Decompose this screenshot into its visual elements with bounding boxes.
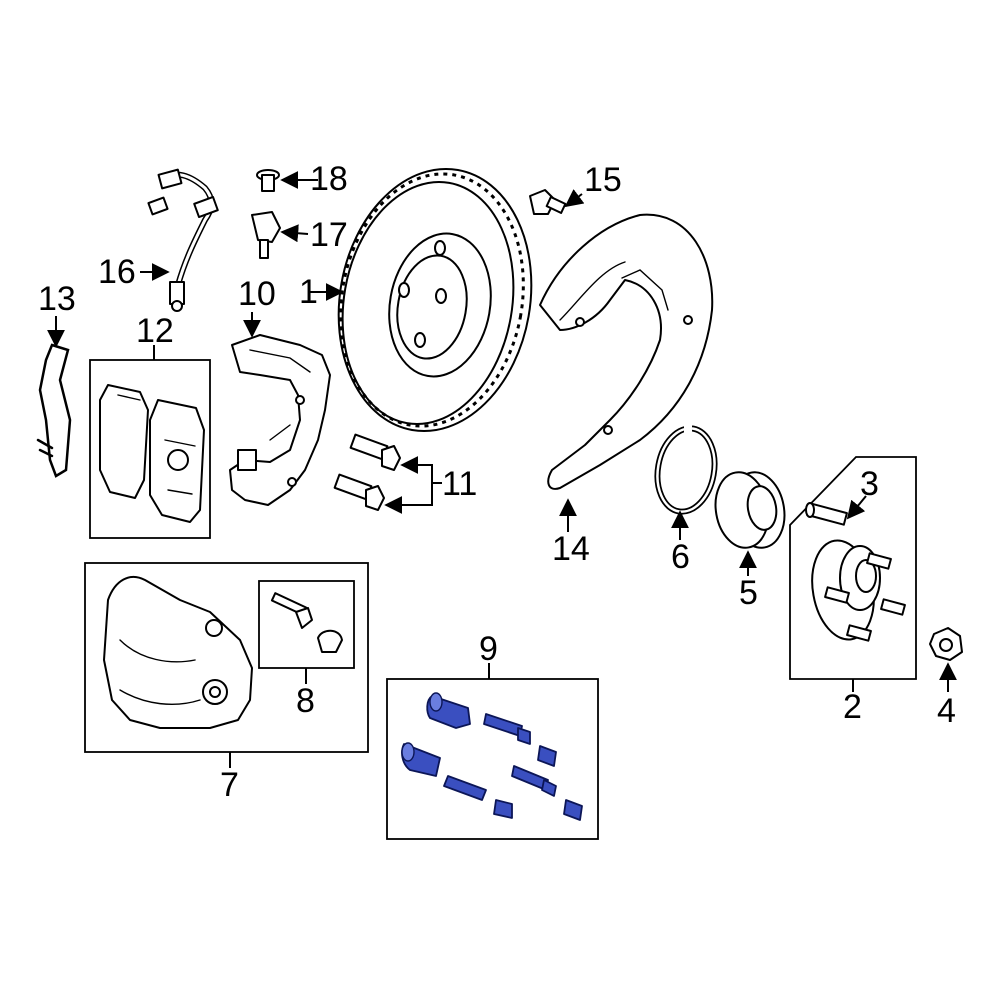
wear-sensor[interactable] <box>251 211 281 259</box>
bolt-18[interactable] <box>256 169 280 192</box>
callout-6: 6 <box>671 538 690 576</box>
callout-10: 10 <box>238 275 276 313</box>
caliper-box <box>84 562 369 753</box>
brake-pads[interactable] <box>99 384 205 523</box>
brake-pads-box <box>89 359 211 539</box>
callout-18: 18 <box>310 160 348 198</box>
guide-pin-kit-box <box>386 678 599 840</box>
callout-3: 3 <box>860 465 879 503</box>
callout-16: 16 <box>98 253 136 291</box>
callout-labels: 1 2 3 4 5 6 7 8 9 10 11 12 13 14 15 16 1… <box>38 160 956 804</box>
callout-15: 15 <box>584 161 622 199</box>
bolt-15[interactable] <box>529 189 567 215</box>
guide-pin-kit[interactable] <box>401 692 583 821</box>
bleeder-screw[interactable] <box>270 592 343 653</box>
callout-5: 5 <box>739 574 758 612</box>
anti-rattle-clip[interactable] <box>36 343 72 478</box>
callout-17: 17 <box>310 216 348 254</box>
caliper-bolts[interactable] <box>333 433 401 511</box>
callout-9: 9 <box>479 630 498 668</box>
callout-12: 12 <box>136 312 174 350</box>
callout-2: 2 <box>843 688 862 726</box>
callout-14: 14 <box>552 530 590 568</box>
brake-caliper[interactable] <box>103 575 253 729</box>
wheel-hub[interactable] <box>805 536 906 645</box>
callout-8: 8 <box>296 682 315 720</box>
wheel-bearing[interactable] <box>710 468 790 552</box>
callout-13: 13 <box>38 280 76 318</box>
snap-ring[interactable] <box>651 424 721 516</box>
callout-7: 7 <box>220 766 239 804</box>
callout-1: 1 <box>299 273 318 311</box>
brake-rotor[interactable] <box>319 154 552 447</box>
callout-11: 11 <box>442 465 477 503</box>
callout-4: 4 <box>937 692 956 730</box>
brake-hose[interactable] <box>147 168 219 312</box>
leader-lines <box>47 171 957 768</box>
caliper-bracket[interactable] <box>229 334 331 506</box>
hub-nut[interactable] <box>929 627 963 661</box>
splash-shield[interactable] <box>539 213 714 490</box>
wheel-stud[interactable] <box>805 502 848 526</box>
